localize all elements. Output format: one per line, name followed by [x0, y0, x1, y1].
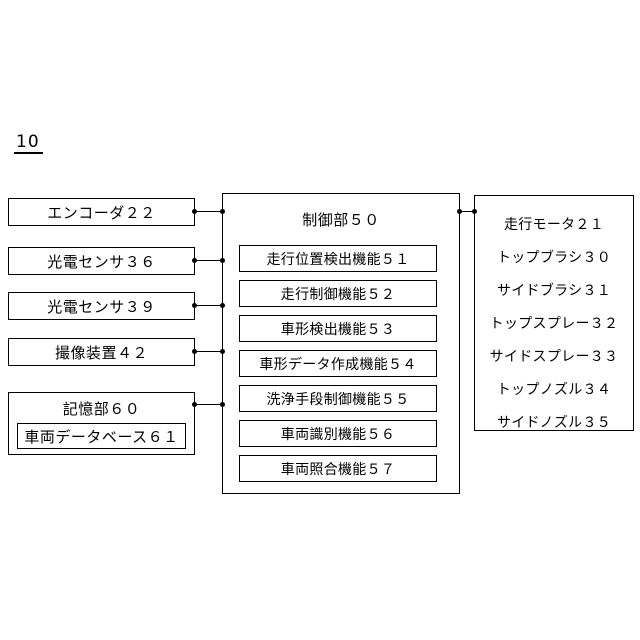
- junction-dot-bus-storage: [220, 402, 225, 407]
- junction-dot-actuator-input: [472, 209, 477, 214]
- junction-dot-encoder: [192, 209, 197, 214]
- block-storage-unit-60: 記憶部６０ 車両データベース６１: [8, 392, 195, 455]
- junction-dot-bus-imaging: [220, 349, 225, 354]
- actuator-item-31: サイドブラシ３１: [496, 283, 612, 299]
- wire-imaging-to-control: [195, 351, 223, 352]
- junction-dot-sensor39: [192, 303, 197, 308]
- figure-reference-label: 10: [14, 133, 43, 154]
- block-function-52-label: 走行制御機能５２: [280, 286, 396, 303]
- junction-dot-storage: [192, 402, 197, 407]
- block-function-56: 車両識別機能５６: [239, 420, 437, 447]
- block-imaging-device-42-label: 撮像装置４２: [54, 343, 148, 362]
- block-vehicle-database-61: 車両データベース６１: [17, 423, 186, 449]
- actuator-item-30: トップブラシ３０: [496, 250, 612, 266]
- wire-encoder-to-control: [195, 211, 223, 212]
- junction-dot-sensor36: [192, 258, 197, 263]
- actuator-item-32: トップスプレー３２: [489, 316, 619, 332]
- block-photoelectric-sensor-39-label: 光電センサ３９: [47, 297, 156, 316]
- block-function-51-label: 走行位置検出機能５１: [266, 251, 410, 268]
- block-function-54: 車形データ作成機能５４: [239, 350, 437, 377]
- junction-dot-control-output: [457, 209, 462, 214]
- block-function-56-label: 車両識別機能５６: [280, 426, 396, 443]
- block-function-53: 車形検出機能５３: [239, 315, 437, 342]
- actuator-item-21: 走行モータ２１: [503, 217, 605, 233]
- actuator-item-33: サイドスプレー３３: [489, 349, 619, 365]
- block-function-57-label: 車両照合機能５７: [280, 461, 396, 478]
- block-function-53-label: 車形検出機能５３: [280, 321, 396, 338]
- block-photoelectric-sensor-39: 光電センサ３９: [8, 292, 195, 320]
- block-actuator-list: 走行モータ２１ トップブラシ３０ サイドブラシ３１ トップスプレー３２ サイドス…: [474, 195, 634, 431]
- block-photoelectric-sensor-36-label: 光電センサ３６: [47, 252, 156, 271]
- block-photoelectric-sensor-36: 光電センサ３６: [8, 247, 195, 275]
- block-function-55: 洗浄手段制御機能５５: [239, 385, 437, 412]
- junction-dot-imaging: [192, 349, 197, 354]
- block-encoder-22: エンコーダ２２: [8, 198, 195, 226]
- wire-sensor39-to-control: [195, 305, 223, 306]
- actuator-item-35: サイドノズル３５: [496, 415, 612, 431]
- block-function-54-label: 車形データ作成機能５４: [259, 356, 417, 373]
- block-vehicle-database-61-label: 車両データベース６１: [24, 427, 179, 446]
- block-storage-unit-60-label: 記憶部６０: [62, 400, 141, 418]
- block-function-55-label: 洗浄手段制御機能５５: [266, 391, 410, 408]
- block-imaging-device-42: 撮像装置４２: [8, 338, 195, 366]
- block-control-unit-50: 制御部５０ 走行位置検出機能５１ 走行制御機能５２ 車形検出機能５３ 車形データ…: [222, 193, 460, 494]
- block-control-unit-50-label: 制御部５０: [302, 211, 380, 229]
- block-function-52: 走行制御機能５２: [239, 280, 437, 307]
- junction-dot-bus-sensor36: [220, 258, 225, 263]
- actuator-item-34: トップノズル３４: [496, 382, 612, 398]
- wire-sensor36-to-control: [195, 260, 223, 261]
- wire-control-to-actuators: [460, 211, 475, 212]
- block-encoder-22-label: エンコーダ２２: [47, 203, 156, 222]
- block-function-51: 走行位置検出機能５１: [239, 245, 437, 272]
- junction-dot-bus-encoder: [220, 209, 225, 214]
- junction-dot-bus-sensor39: [220, 303, 225, 308]
- block-function-57: 車両照合機能５７: [239, 455, 437, 482]
- wire-storage-to-control: [195, 404, 223, 405]
